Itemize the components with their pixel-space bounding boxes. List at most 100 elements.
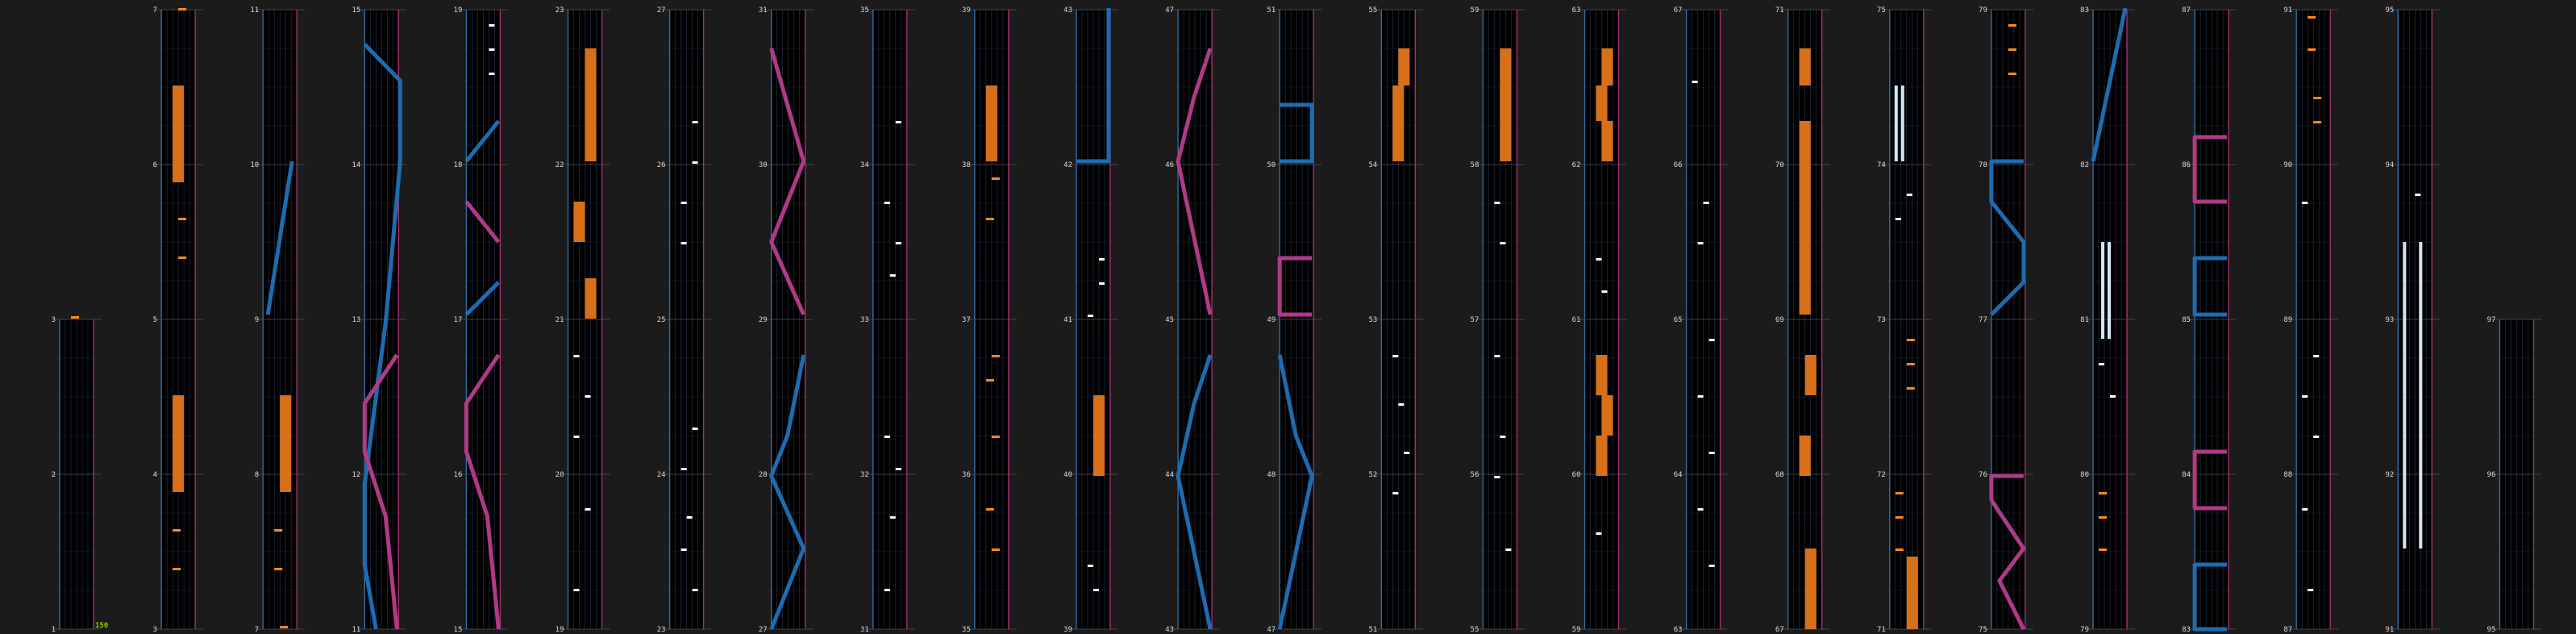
measure-number: 83 bbox=[2080, 6, 2089, 15]
measure-number: 55 bbox=[1368, 6, 1377, 15]
bt-note bbox=[1093, 589, 1099, 591]
measure-number: 88 bbox=[2283, 471, 2292, 479]
measure-number: 6 bbox=[153, 161, 157, 169]
bt-note bbox=[895, 121, 901, 123]
fx-note bbox=[2008, 48, 2016, 51]
fx-hold bbox=[1804, 355, 1817, 395]
bt-note bbox=[1392, 492, 1399, 494]
measure-number: 86 bbox=[2182, 161, 2191, 169]
bt-note bbox=[1697, 395, 1704, 398]
measure-number: 5 bbox=[153, 316, 157, 324]
measure-number: 82 bbox=[2080, 161, 2089, 169]
bt-note bbox=[2313, 355, 2320, 357]
laser-path bbox=[464, 353, 501, 630]
fx-note bbox=[178, 257, 187, 259]
bt-note bbox=[680, 548, 687, 551]
measure-number: 7 bbox=[153, 6, 157, 15]
measure-number: 21 bbox=[556, 316, 564, 324]
bt-note bbox=[2099, 363, 2104, 365]
measure-number: 4 bbox=[153, 471, 157, 479]
measure-number: 89 bbox=[2283, 316, 2292, 324]
measure-number: 8 bbox=[255, 471, 259, 479]
measure-number: 63 bbox=[1674, 626, 1683, 634]
light-hold bbox=[2419, 242, 2423, 548]
measure-number: 22 bbox=[556, 161, 564, 169]
bt-note bbox=[1099, 282, 1105, 285]
measure-number: 90 bbox=[2283, 161, 2292, 169]
measure-number: 34 bbox=[860, 161, 869, 169]
bt-note bbox=[1708, 452, 1715, 454]
bt-note bbox=[2110, 395, 2116, 398]
fx-note bbox=[1906, 363, 1915, 365]
measure-number: 85 bbox=[2182, 316, 2191, 324]
measure-number: 33 bbox=[860, 316, 869, 324]
fx-note bbox=[2099, 492, 2107, 494]
measure-number: 91 bbox=[2283, 6, 2292, 15]
bt-note bbox=[884, 202, 890, 204]
bt-note bbox=[1088, 315, 1093, 317]
bt-note bbox=[573, 355, 580, 357]
measure-number: 12 bbox=[352, 471, 360, 479]
measure-number: 24 bbox=[657, 471, 666, 479]
measure-number: 2 bbox=[52, 471, 56, 479]
fx-note bbox=[991, 177, 1000, 180]
fx-hold bbox=[1596, 436, 1608, 476]
laser-path bbox=[464, 281, 501, 316]
fx-note bbox=[1906, 387, 1915, 390]
bt-note bbox=[1494, 202, 1500, 204]
measure-number: 62 bbox=[1572, 161, 1581, 169]
laser-path bbox=[1076, 8, 1111, 164]
measure-number: 92 bbox=[2385, 471, 2394, 479]
measure-number: 37 bbox=[962, 316, 971, 324]
fx-hold bbox=[173, 395, 185, 492]
bt-note bbox=[489, 73, 495, 75]
laser-path bbox=[362, 353, 399, 630]
fx-hold bbox=[1601, 48, 1613, 86]
measure-number: 72 bbox=[1877, 471, 1886, 479]
laser-path bbox=[1176, 354, 1213, 630]
measure-number: 11 bbox=[352, 626, 360, 634]
measure-number: 75 bbox=[1979, 626, 1987, 634]
bt-note bbox=[1099, 258, 1105, 261]
measure-number: 47 bbox=[1165, 6, 1174, 15]
fx-note bbox=[1906, 339, 1915, 341]
measure-number: 48 bbox=[1267, 471, 1276, 479]
measure-number: 18 bbox=[454, 161, 463, 169]
measure-number: 53 bbox=[1368, 316, 1377, 324]
bt-note bbox=[573, 589, 580, 591]
fx-hold bbox=[1596, 355, 1608, 395]
bt-note bbox=[680, 202, 687, 204]
bt-note bbox=[585, 395, 591, 398]
measure-number: 69 bbox=[1775, 316, 1784, 324]
measure-number: 44 bbox=[1165, 471, 1174, 479]
measure-number: 49 bbox=[1267, 316, 1276, 324]
measure-number: 87 bbox=[2283, 626, 2292, 634]
laser-path bbox=[2192, 562, 2228, 632]
bt-note bbox=[2302, 508, 2308, 511]
light-hold bbox=[1900, 86, 1904, 161]
measure-number: 79 bbox=[1979, 6, 1987, 15]
measure-number: 64 bbox=[1674, 471, 1683, 479]
measure-number: 94 bbox=[2385, 161, 2394, 169]
measure-number: 31 bbox=[759, 6, 768, 15]
light-hold bbox=[2108, 242, 2111, 339]
laser-path bbox=[1989, 473, 2026, 631]
laser-path bbox=[1989, 159, 2026, 316]
bt-note bbox=[585, 508, 591, 511]
measure-number: 27 bbox=[657, 6, 666, 15]
fx-hold bbox=[585, 278, 597, 319]
bt-note bbox=[692, 428, 698, 430]
measure-number: 29 bbox=[759, 316, 768, 324]
fx-note bbox=[173, 529, 181, 532]
bt-note bbox=[1404, 452, 1410, 454]
laser-path bbox=[1280, 102, 1314, 164]
measure-number: 3 bbox=[52, 316, 56, 324]
laser-path bbox=[2192, 135, 2228, 204]
bt-note bbox=[1601, 290, 1608, 293]
bt-note bbox=[895, 468, 901, 470]
bt-note bbox=[1392, 355, 1399, 357]
bt-note bbox=[1697, 508, 1704, 511]
measure-number: 40 bbox=[1063, 471, 1072, 479]
measure-number: 19 bbox=[556, 626, 564, 634]
fx-hold bbox=[1799, 436, 1811, 476]
